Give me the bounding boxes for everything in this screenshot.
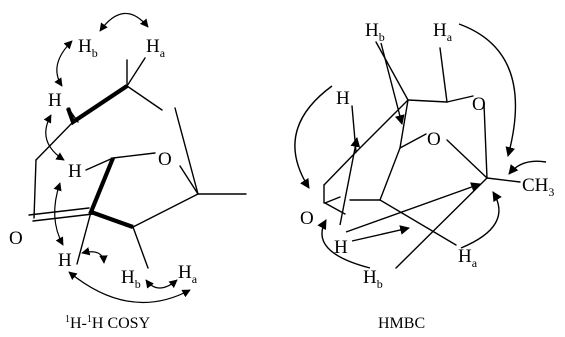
cosy-label-h-upper: H: [48, 90, 62, 111]
cosy-label-h-middle: H: [68, 161, 82, 182]
hmbc-label-carbonyl-oxygen: O: [300, 208, 314, 229]
cosy-label-h-lower: H: [58, 250, 72, 271]
cosy-label-ha-bottom: Ha: [178, 262, 198, 286]
cosy-label-ring-oxygen: O: [158, 149, 172, 170]
hmbc-atom-labels: Hb Ha H O O CH3 O H Ha Hb: [300, 20, 554, 291]
hmbc-structure-bonds: [323, 41, 521, 269]
cosy-label-carbonyl-oxygen: O: [9, 228, 23, 249]
hmbc-label-hb-bottom: Hb: [363, 267, 383, 291]
hmbc-label-methyl: CH3: [522, 175, 554, 199]
hmbc-label-ring-oxygen: O: [427, 129, 441, 150]
hmbc-label-ha-bottom: Ha: [458, 246, 478, 270]
cosy-label-hb-bottom: Hb: [121, 267, 141, 291]
cosy-caption: 1H-1H COSY: [65, 314, 151, 332]
hmbc-label-ha-top: Ha: [433, 20, 453, 44]
cosy-atom-labels: Hb Ha H O H O H Hb Ha: [9, 36, 198, 291]
hmbc-caption: HMBC: [378, 315, 425, 332]
hmbc-correlation-arrows: [294, 23, 547, 269]
cosy-structure-bonds: [28, 57, 247, 269]
hmbc-panel: Hb Ha H O O CH3 O H Ha Hb HMBC: [294, 20, 554, 332]
hmbc-label-hb-top: Hb: [365, 20, 385, 44]
hmbc-label-h-upper: H: [336, 88, 350, 109]
cosy-label-ha-top: Ha: [146, 36, 166, 60]
hmbc-label-bridge-oxygen: O: [472, 94, 486, 115]
hmbc-label-h-lower: H: [334, 237, 348, 258]
cosy-label-hb-top: Hb: [78, 36, 98, 60]
cosy-panel: Hb Ha H O H O H Hb Ha 1H-1H COSY: [9, 12, 247, 332]
cosy-correlation-arrows: [43, 12, 191, 304]
